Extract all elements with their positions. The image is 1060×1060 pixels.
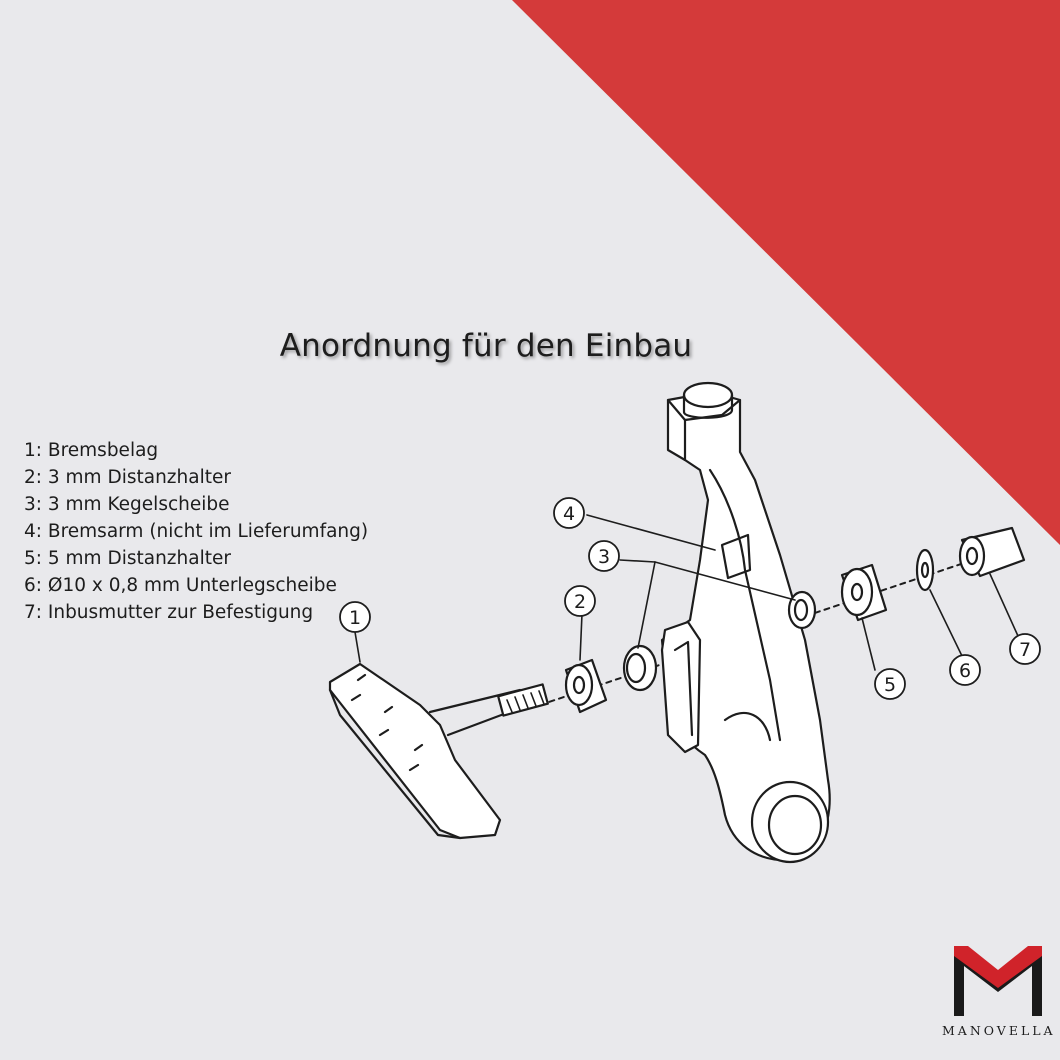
brake-arm <box>660 381 831 864</box>
legend-item-7: 7: Inbusmutter zur Befestigung <box>24 602 314 623</box>
spacer-3mm <box>564 658 608 714</box>
callout-circle-2 <box>564 585 596 617</box>
brand-name: MANOVELLA <box>942 1023 1056 1038</box>
spacer-5mm <box>840 563 888 622</box>
parts-legend: 1: Bremsbelag 2: 3 mm Distanzhalter 3: 3… <box>24 437 368 626</box>
page-title: Anordnung für den Einbau <box>279 328 693 364</box>
legend-item-4: 4: Bremsarm (nicht im Lieferumfang) <box>24 521 369 542</box>
callout-number-7: 7 <box>1019 639 1031 661</box>
callout-number-3: 3 <box>598 546 610 568</box>
legend-item-2: 2: 3 mm Distanzhalter <box>24 467 231 488</box>
legend-item-1: 1: Bremsbelag <box>24 440 159 461</box>
callout-number-6: 6 <box>959 660 971 682</box>
callout-number-5: 5 <box>884 674 896 696</box>
callout-circle-6 <box>949 654 981 686</box>
callout-circle-7 <box>1009 633 1041 665</box>
hex-nut <box>958 526 1026 578</box>
conical-washer-3mm-left <box>622 644 658 692</box>
callout-number-2: 2 <box>574 591 586 613</box>
callout-circle-3 <box>588 540 620 572</box>
legend-item-6: 6: Ø10 x 0,8 mm Unterlegscheibe <box>24 575 337 596</box>
brake-pad <box>328 662 549 840</box>
callout-number-4: 4 <box>563 503 575 525</box>
callout-circle-1 <box>339 601 371 633</box>
manovella-logo <box>954 946 1042 1016</box>
conical-washer-3mm-right <box>787 590 817 630</box>
callout-circle-4 <box>553 497 585 529</box>
legend-item-3: 3: 3 mm Kegelscheibe <box>24 494 230 515</box>
callout-markers <box>339 497 1041 700</box>
washer-10mm <box>915 548 935 592</box>
legend-item-5: 5: 5 mm Distanzhalter <box>24 548 231 569</box>
callout-circle-5 <box>874 668 906 700</box>
callout-leaders <box>354 514 1019 671</box>
callout-number-1: 1 <box>349 607 361 629</box>
